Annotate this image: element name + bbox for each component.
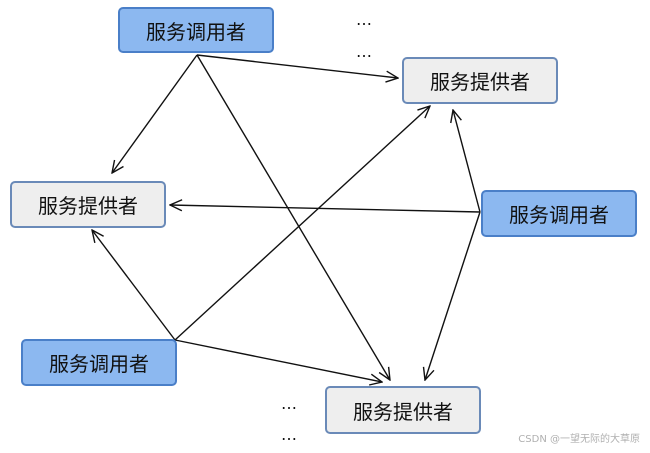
arrow-consumer-bottom-to-provider-top xyxy=(174,106,430,341)
arrow-consumer-right-to-provider-bottom xyxy=(425,211,481,380)
arrow-consumer-top-to-provider-left xyxy=(112,54,198,173)
ellipsis-top-1: … xyxy=(356,10,373,29)
arrow-consumer-top-to-provider-bottom xyxy=(196,54,390,380)
watermark-text: CSDN @一望无际的大草原 xyxy=(518,434,640,445)
ellipsis-bottom-1: … xyxy=(281,394,298,413)
arrow-consumer-right-to-provider-top xyxy=(453,110,481,213)
provider-box-bottom: 服务提供者 xyxy=(325,386,481,434)
provider-box-top-right: 服务提供者 xyxy=(402,57,558,104)
arrow-consumer-top-to-provider-top xyxy=(196,54,398,78)
ellipsis-bottom-2: … xyxy=(281,425,298,444)
consumer-box-bottom-left: 服务调用者 xyxy=(21,339,177,386)
arrow-consumer-bottom-to-provider-bottom xyxy=(174,339,382,382)
consumer-box-right: 服务调用者 xyxy=(481,190,637,237)
arrow-consumer-right-to-provider-left xyxy=(170,205,481,213)
arrow-consumer-bottom-to-provider-left xyxy=(92,230,176,341)
consumer-box-top: 服务调用者 xyxy=(118,7,274,53)
provider-box-left: 服务提供者 xyxy=(10,181,166,228)
ellipsis-top-2: … xyxy=(356,42,373,61)
